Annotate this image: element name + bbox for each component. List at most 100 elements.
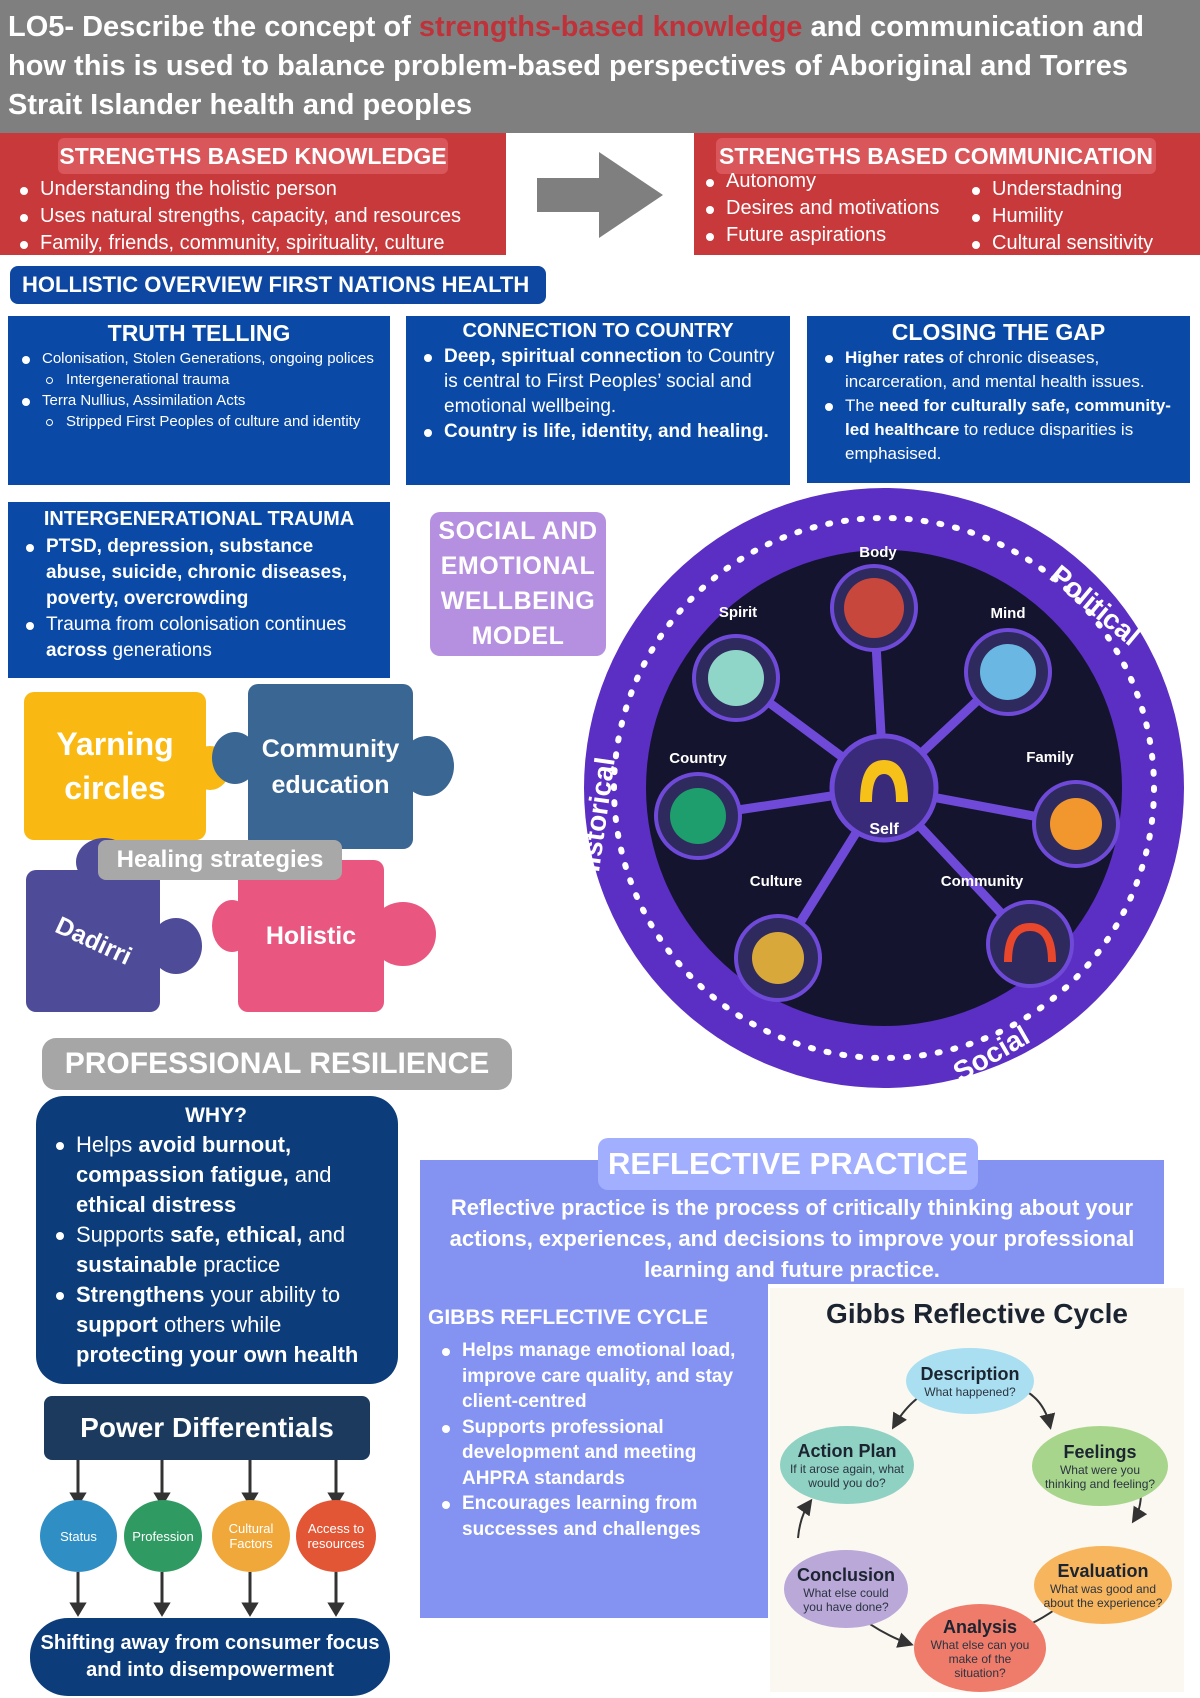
step-subtitle: What else can you make of the situation? <box>930 1637 1030 1680</box>
puzzle-knob <box>150 918 202 974</box>
spirit-label: Spirit <box>719 604 757 621</box>
resilience-list: Helps avoid burnout, compassion fatigue,… <box>50 1130 382 1370</box>
bold-text: Deep, spiritual connection <box>444 346 682 367</box>
bold-text: across <box>46 640 108 661</box>
gibbs-info-list: Helps manage emotional load, improve car… <box>428 1338 758 1542</box>
step-subtitle: What were you thinking and feeling? <box>1044 1462 1156 1491</box>
gibbs-step-description: Description What happened? <box>906 1348 1034 1414</box>
bold-text: ethical distress <box>76 1192 237 1217</box>
list-item: PTSD, depression, substance abuse, suici… <box>20 534 378 612</box>
list-item: Encourages learning from successes and c… <box>436 1491 758 1542</box>
closing-gap-panel: CLOSING THE GAP Higher rates of chronic … <box>807 316 1190 483</box>
step-subtitle: What happened? <box>924 1384 1016 1399</box>
overview-title: HOLLISTIC OVERVIEW FIRST NATIONS HEALTH <box>10 266 546 304</box>
gibbs-step-evaluation: Evaluation What was good and about the e… <box>1034 1546 1172 1624</box>
intergenerational-trauma-list: PTSD, depression, substance abuse, suici… <box>20 534 378 664</box>
step-title: Analysis <box>942 1616 1018 1637</box>
connection-country-panel: CONNECTION TO COUNTRY Deep, spiritual co… <box>406 316 790 485</box>
list-item: Intergenerational trauma <box>16 369 382 390</box>
mind-label: Mind <box>991 605 1026 622</box>
text: Supports <box>76 1222 171 1247</box>
self-label: Self <box>869 821 899 838</box>
power-node-access-resources: Access to resources <box>296 1500 376 1572</box>
list-item: Desires and motivations <box>700 195 970 222</box>
truth-telling-list: Colonisation, Stolen Generations, ongoin… <box>16 348 382 432</box>
step-title: Action Plan <box>797 1440 897 1461</box>
list-item: Humility <box>966 203 1196 230</box>
intergenerational-trauma-panel: INTERGENERATIONAL TRAUMA PTSD, depressio… <box>8 502 390 678</box>
list-item: Stripped First Peoples of culture and id… <box>16 411 382 432</box>
list-item: Uses natural strengths, capacity, and re… <box>14 203 504 230</box>
why-heading: WHY? <box>185 1104 247 1127</box>
step-subtitle: If it arose again, what would you do? <box>789 1461 905 1490</box>
power-node-status: Status <box>40 1500 117 1572</box>
gibbs-cycle-diagram: Gibbs Reflective Cycle Description What … <box>770 1288 1184 1692</box>
power-node-profession: Profession <box>124 1500 202 1572</box>
closing-gap-title: CLOSING THE GAP <box>891 319 1106 345</box>
bold-text: need for culturally safe, community-led … <box>845 396 1171 439</box>
gibbs-info-title: GIBBS REFLECTIVE CYCLE <box>428 1306 709 1329</box>
list-item: Cultural sensitivity <box>966 230 1196 257</box>
list-item: Understanding the holistic person <box>14 176 504 203</box>
bold-text: safe, ethical, <box>170 1222 303 1247</box>
bold-text: support <box>76 1312 158 1337</box>
strengths-knowledge-list: Understanding the holistic person Uses n… <box>14 176 504 257</box>
list-item: Terra Nullius, Assimilation Acts <box>16 390 382 411</box>
text: of chronic diseases, incarceration, and … <box>845 348 1145 391</box>
body-label: Body <box>859 544 897 561</box>
bold-text: PTSD, depression, substance abuse, suici… <box>46 536 347 609</box>
power-bottom-banner: Shifting away from consumer focus and in… <box>30 1618 390 1696</box>
list-item: Higher rates of chronic diseases, incarc… <box>819 346 1178 394</box>
puzzle-yarning-circles: Yarning circles <box>24 692 206 840</box>
step-title: Description <box>920 1363 1020 1384</box>
list-item: Helps manage emotional load, improve car… <box>436 1338 758 1415</box>
list-item: Supports professional development and me… <box>436 1415 758 1492</box>
title-text-end: and communication and how this is used t… <box>8 11 1145 121</box>
puzzle-knob <box>212 900 252 952</box>
list-item: Strengthens your ability to support othe… <box>50 1280 382 1370</box>
step-title: Feelings <box>1063 1441 1137 1462</box>
text: Helps <box>76 1132 139 1157</box>
list-item: Future aspirations <box>700 222 970 249</box>
strengths-communication-col1: Autonomy Desires and motivations Future … <box>700 168 970 249</box>
puzzle-community-education: Community education <box>248 684 413 849</box>
power-differentials-title: Power Differentials <box>44 1396 370 1460</box>
step-title: Evaluation <box>1057 1560 1149 1581</box>
gibbs-step-conclusion: Conclusion What else could you have done… <box>784 1550 908 1628</box>
bold-text: sustainable <box>76 1252 198 1277</box>
text: to reduce disparities is emphasised. <box>845 420 1134 463</box>
puzzle-knob <box>400 736 454 796</box>
text: The <box>845 396 880 415</box>
bold-text: Country is life, identity, and healing. <box>444 421 769 442</box>
power-node-cultural-factors: Cultural Factors <box>212 1500 290 1572</box>
intergenerational-trauma-title: INTERGENERATIONAL TRAUMA <box>43 508 355 530</box>
page-title: LO5- Describe the concept of strengths-b… <box>0 0 1200 133</box>
sewb-model-label: SOCIAL AND EMOTIONAL WELLBEING MODEL <box>430 512 606 656</box>
text: Trauma from colonisation continues <box>46 614 347 635</box>
closing-gap-list: Higher rates of chronic diseases, incarc… <box>819 346 1178 466</box>
reflective-description: Reflective practice is the process of cr… <box>449 1195 1135 1282</box>
list-item: Helps avoid burnout, compassion fatigue,… <box>50 1130 382 1220</box>
list-item: Understadning <box>966 176 1196 203</box>
step-subtitle: What else could you have done? <box>803 1585 889 1614</box>
list-item: The need for culturally safe, community-… <box>819 394 1178 466</box>
list-item: Deep, spiritual connection to Country is… <box>418 344 778 419</box>
resilience-why-panel: WHY? Helps avoid burnout, compassion fat… <box>36 1096 398 1384</box>
puzzle-holistic: Holistic <box>238 860 384 1012</box>
bold-text: Strengthens <box>76 1282 205 1307</box>
list-item: Colonisation, Stolen Generations, ongoin… <box>16 348 382 369</box>
reflective-title: REFLECTIVE PRACTICE <box>598 1138 978 1190</box>
list-item: Supports safe, ethical, and sustainable … <box>50 1220 382 1280</box>
bold-text: Higher rates <box>845 348 945 367</box>
text: your ability to <box>204 1282 341 1307</box>
connection-country-title: CONNECTION TO COUNTRY <box>462 320 734 342</box>
truth-telling-title: TRUTH TELLING <box>107 320 291 346</box>
list-item: Autonomy <box>700 168 970 195</box>
title-highlight: strengths-based knowledge <box>418 11 803 43</box>
arrow-right-icon <box>537 152 663 238</box>
text: practice <box>197 1252 281 1277</box>
dadirri-label: Dadirri <box>50 910 136 971</box>
resilience-title: PROFESSIONAL RESILIENCE <box>42 1038 512 1090</box>
strengths-knowledge-title: STRENGTHS BASED KNOWLEDGE <box>58 138 448 174</box>
puzzle-knob <box>370 902 436 966</box>
